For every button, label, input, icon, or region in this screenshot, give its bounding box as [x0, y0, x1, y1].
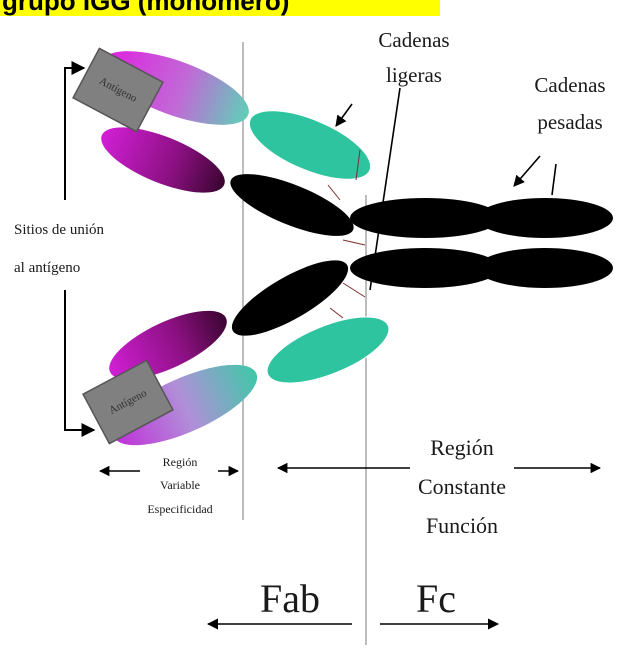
heavy-chains: [230, 174, 613, 336]
light-chains-pointers: [335, 87, 401, 291]
heavy-chain-fc-upper-2: [477, 198, 613, 238]
antigen-top: Antígeno: [72, 47, 164, 133]
svg-text:Especificidad: Especificidad: [147, 502, 212, 516]
heavy-chain-fc-upper-1: [350, 198, 500, 238]
light-chain-constant-bottom: [266, 316, 390, 384]
title-banner-text: grupo IGG (monómero): [2, 0, 289, 16]
title-banner: grupo IGG (monómero): [0, 0, 440, 16]
heavy-chains-pointers: [513, 155, 557, 196]
svg-text:al antígeno: al antígeno: [14, 260, 80, 276]
antigen-bottom: Antígeno: [82, 359, 174, 445]
binding-sites-label: Sitios de unión al antígeno: [14, 222, 105, 276]
svg-text:Región: Región: [430, 435, 494, 460]
svg-text:Constante: Constante: [418, 474, 506, 499]
svg-text:Cadenas: Cadenas: [378, 28, 449, 52]
antigen-bottom-box: [82, 359, 174, 445]
variable-domain-bottom-heavy: [109, 310, 227, 380]
heavy-chains-label: Cadenas pesadas: [534, 73, 605, 134]
svg-text:Sitios de unión: Sitios de unión: [14, 222, 105, 238]
heavy-chain-fc-lower-2: [477, 248, 613, 288]
variable-domain-top-heavy: [101, 127, 225, 193]
title-banner-background: [0, 0, 440, 16]
variable-region-label: Región Variable Especificidad: [147, 455, 212, 516]
svg-text:Cadenas: Cadenas: [534, 73, 605, 97]
antigen-top-box: [72, 47, 164, 133]
svg-text:pesadas: pesadas: [537, 110, 602, 134]
fab-label: Fab: [260, 576, 320, 621]
svg-text:Variable: Variable: [160, 478, 200, 492]
disulfide-lines: [327, 149, 366, 319]
svg-text:Función: Función: [426, 513, 498, 538]
light-chain-constant-top: [248, 110, 372, 180]
svg-text:ligeras: ligeras: [386, 63, 442, 87]
constant-region-label: Región Constante Función: [418, 435, 506, 538]
heavy-chain-hinge-bottom: [231, 260, 349, 336]
heavy-chain-fc-lower-1: [350, 248, 500, 288]
light-chains: [248, 110, 390, 384]
heavy-chain-hinge-top: [230, 174, 354, 236]
light-chains-label: Cadenas ligeras: [378, 28, 449, 87]
variable-domain-bottom-light: [112, 364, 258, 446]
fc-label: Fc: [416, 576, 456, 621]
svg-text:Región: Región: [163, 455, 198, 469]
binding-sites-bracket: [64, 61, 96, 437]
